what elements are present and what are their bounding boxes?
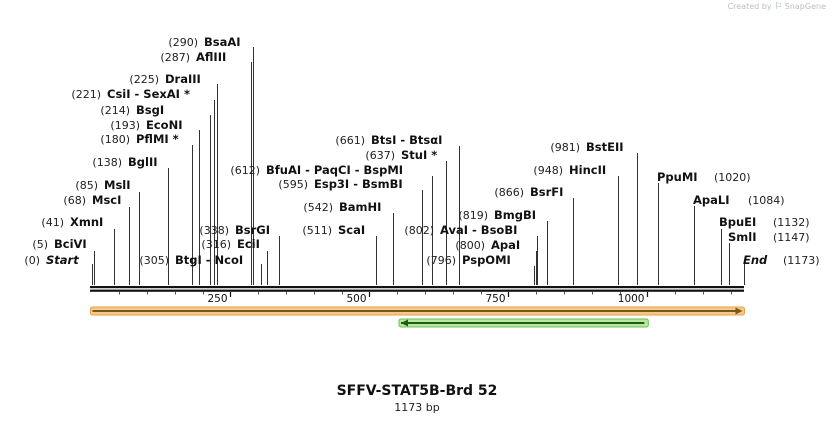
site-position-scai: (511) [302,224,332,237]
site-position-bsrgi: (338) [199,224,229,237]
site-position-xmni: (41) [41,216,64,229]
backbone-bottom-strand [90,289,744,292]
site-position-bpuei: (1132) [773,216,810,229]
site-name-btgi-ncoi[interactable]: BtgI - NcoI [175,253,243,267]
site-position-bcivi: (5) [32,238,48,251]
site-name-msci[interactable]: MscI [92,193,121,207]
site-name-bamhi[interactable]: BamHI [339,200,381,214]
site-name-afliii[interactable]: AflIII [196,50,226,64]
site-position-ecii: (316) [201,238,231,251]
site-name-scai[interactable]: ScaI [338,223,365,237]
site-name-pspomi[interactable]: PspOMI [462,253,511,267]
scale-label-250: 250 [207,293,227,305]
site-name-hincii[interactable]: HincII [569,163,606,177]
dna-backbone [90,286,744,292]
site-name-esp3i-bsmbi[interactable]: Esp3I - BsmBI [314,177,403,191]
site-name-bpuei[interactable]: BpuEI [719,215,756,229]
site-name-bsrgi[interactable]: BsrGI [235,223,270,237]
site-name-bmgbi[interactable]: BmgBI [494,208,536,222]
site-name-end[interactable]: End [743,253,768,267]
site-name-msli[interactable]: MslI [104,178,131,192]
backbone-top-strand [90,286,744,289]
site-name-avai-bsobi[interactable]: AvaI - BsoBI [440,223,517,237]
site-name-apai[interactable]: ApaI [491,238,520,252]
site-position-hincii: (948) [533,164,563,177]
site-position-apali: (1084) [748,194,785,207]
scale-ticks: 250 500 750 1000 [119,292,732,305]
watermark-brand: SnapGene [784,2,826,11]
site-position-start: (0) [24,254,40,267]
site-position-bfuai-paqci-bspmi: (612) [230,164,260,177]
watermark-text: Created by [727,2,772,11]
site-position-bsteii: (981) [550,141,580,154]
site-position-draiii: (225) [129,73,159,86]
construct-length: 1173 bp [394,401,440,414]
site-name-bglii[interactable]: BglII [128,155,158,169]
construct-name: SFFV-STAT5B-Brd 52 [336,383,498,399]
feature-arrowhead-1 [735,307,743,315]
site-position-apai: (800) [455,239,485,252]
site-position-csii-sexai: (221) [71,88,101,101]
site-position-end: (1173) [783,254,820,267]
site-name-ppumi[interactable]: PpuMI [657,170,698,184]
site-position-bsrfi: (866) [494,186,524,199]
site-position-btgi-ncoi: (305) [139,254,169,267]
site-position-stui: (637) [365,149,395,162]
site-name-ecii[interactable]: EciI [237,237,260,251]
site-name-smli[interactable]: SmlI [728,230,757,244]
site-name-bfuai-paqci-bspmi[interactable]: BfuAI - PaqCI - BspMI [266,163,403,177]
feature-arrowhead-2 [400,319,408,327]
site-leader-lines [92,47,745,285]
feature-arrows [90,306,745,328]
site-position-bmgbi: (819) [458,209,488,222]
snapgene-logo-icon: ⚐ [774,2,783,12]
site-name-xmni[interactable]: XmnI [70,215,103,229]
site-position-msci: (68) [63,194,86,207]
site-position-smli: (1147) [773,231,810,244]
site-position-bamhi: (542) [303,201,333,214]
site-position-bglii: (138) [92,156,122,169]
site-name-bsaai[interactable]: BsaAI [204,35,241,49]
site-name-bsgi[interactable]: BsgI [136,103,164,117]
scale-label-750: 750 [485,293,505,305]
site-name-bcivi[interactable]: BciVI [54,237,87,251]
site-name-csii-sexai[interactable]: CsiI - SexAI * [107,87,190,101]
site-name-btsi-bts-i[interactable]: BtsI - BtsαI [371,133,442,147]
site-name-bsteii[interactable]: BstEII [586,140,624,154]
site-position-bsaai: (290) [168,36,198,49]
site-name-start[interactable]: Start [46,253,79,267]
site-position-afliii: (287) [160,51,190,64]
site-name-apali[interactable]: ApaLI [693,193,730,207]
site-name-pflmi[interactable]: PflMI * [136,132,179,146]
site-position-msli: (85) [75,179,98,192]
snapgene-watermark: Created by ⚐ SnapGene [728,2,826,12]
site-name-bsrfi[interactable]: BsrFI [530,185,563,199]
site-position-bsgi: (214) [100,104,130,117]
site-name-draiii[interactable]: DraIII [165,72,201,86]
site-position-pspomi: (796) [426,254,456,267]
site-position-econi: (193) [110,119,140,132]
scale-label-500: 500 [346,293,366,305]
site-position-esp3i-bsmbi: (595) [278,178,308,191]
scale-label-1000: 1000 [618,293,645,305]
site-position-pflmi: (180) [100,133,130,146]
site-name-stui[interactable]: StuI * [401,148,437,162]
site-labels: Start (0) BciVI (5) XmnI (41) MscI (68) MslI (85)… [24,35,819,267]
site-position-ppumi: (1020) [714,171,751,184]
site-name-econi[interactable]: EcoNI [146,118,182,132]
site-position-avai-bsobi: (802) [404,224,434,237]
site-position-btsi-bts-i: (661) [335,134,365,147]
